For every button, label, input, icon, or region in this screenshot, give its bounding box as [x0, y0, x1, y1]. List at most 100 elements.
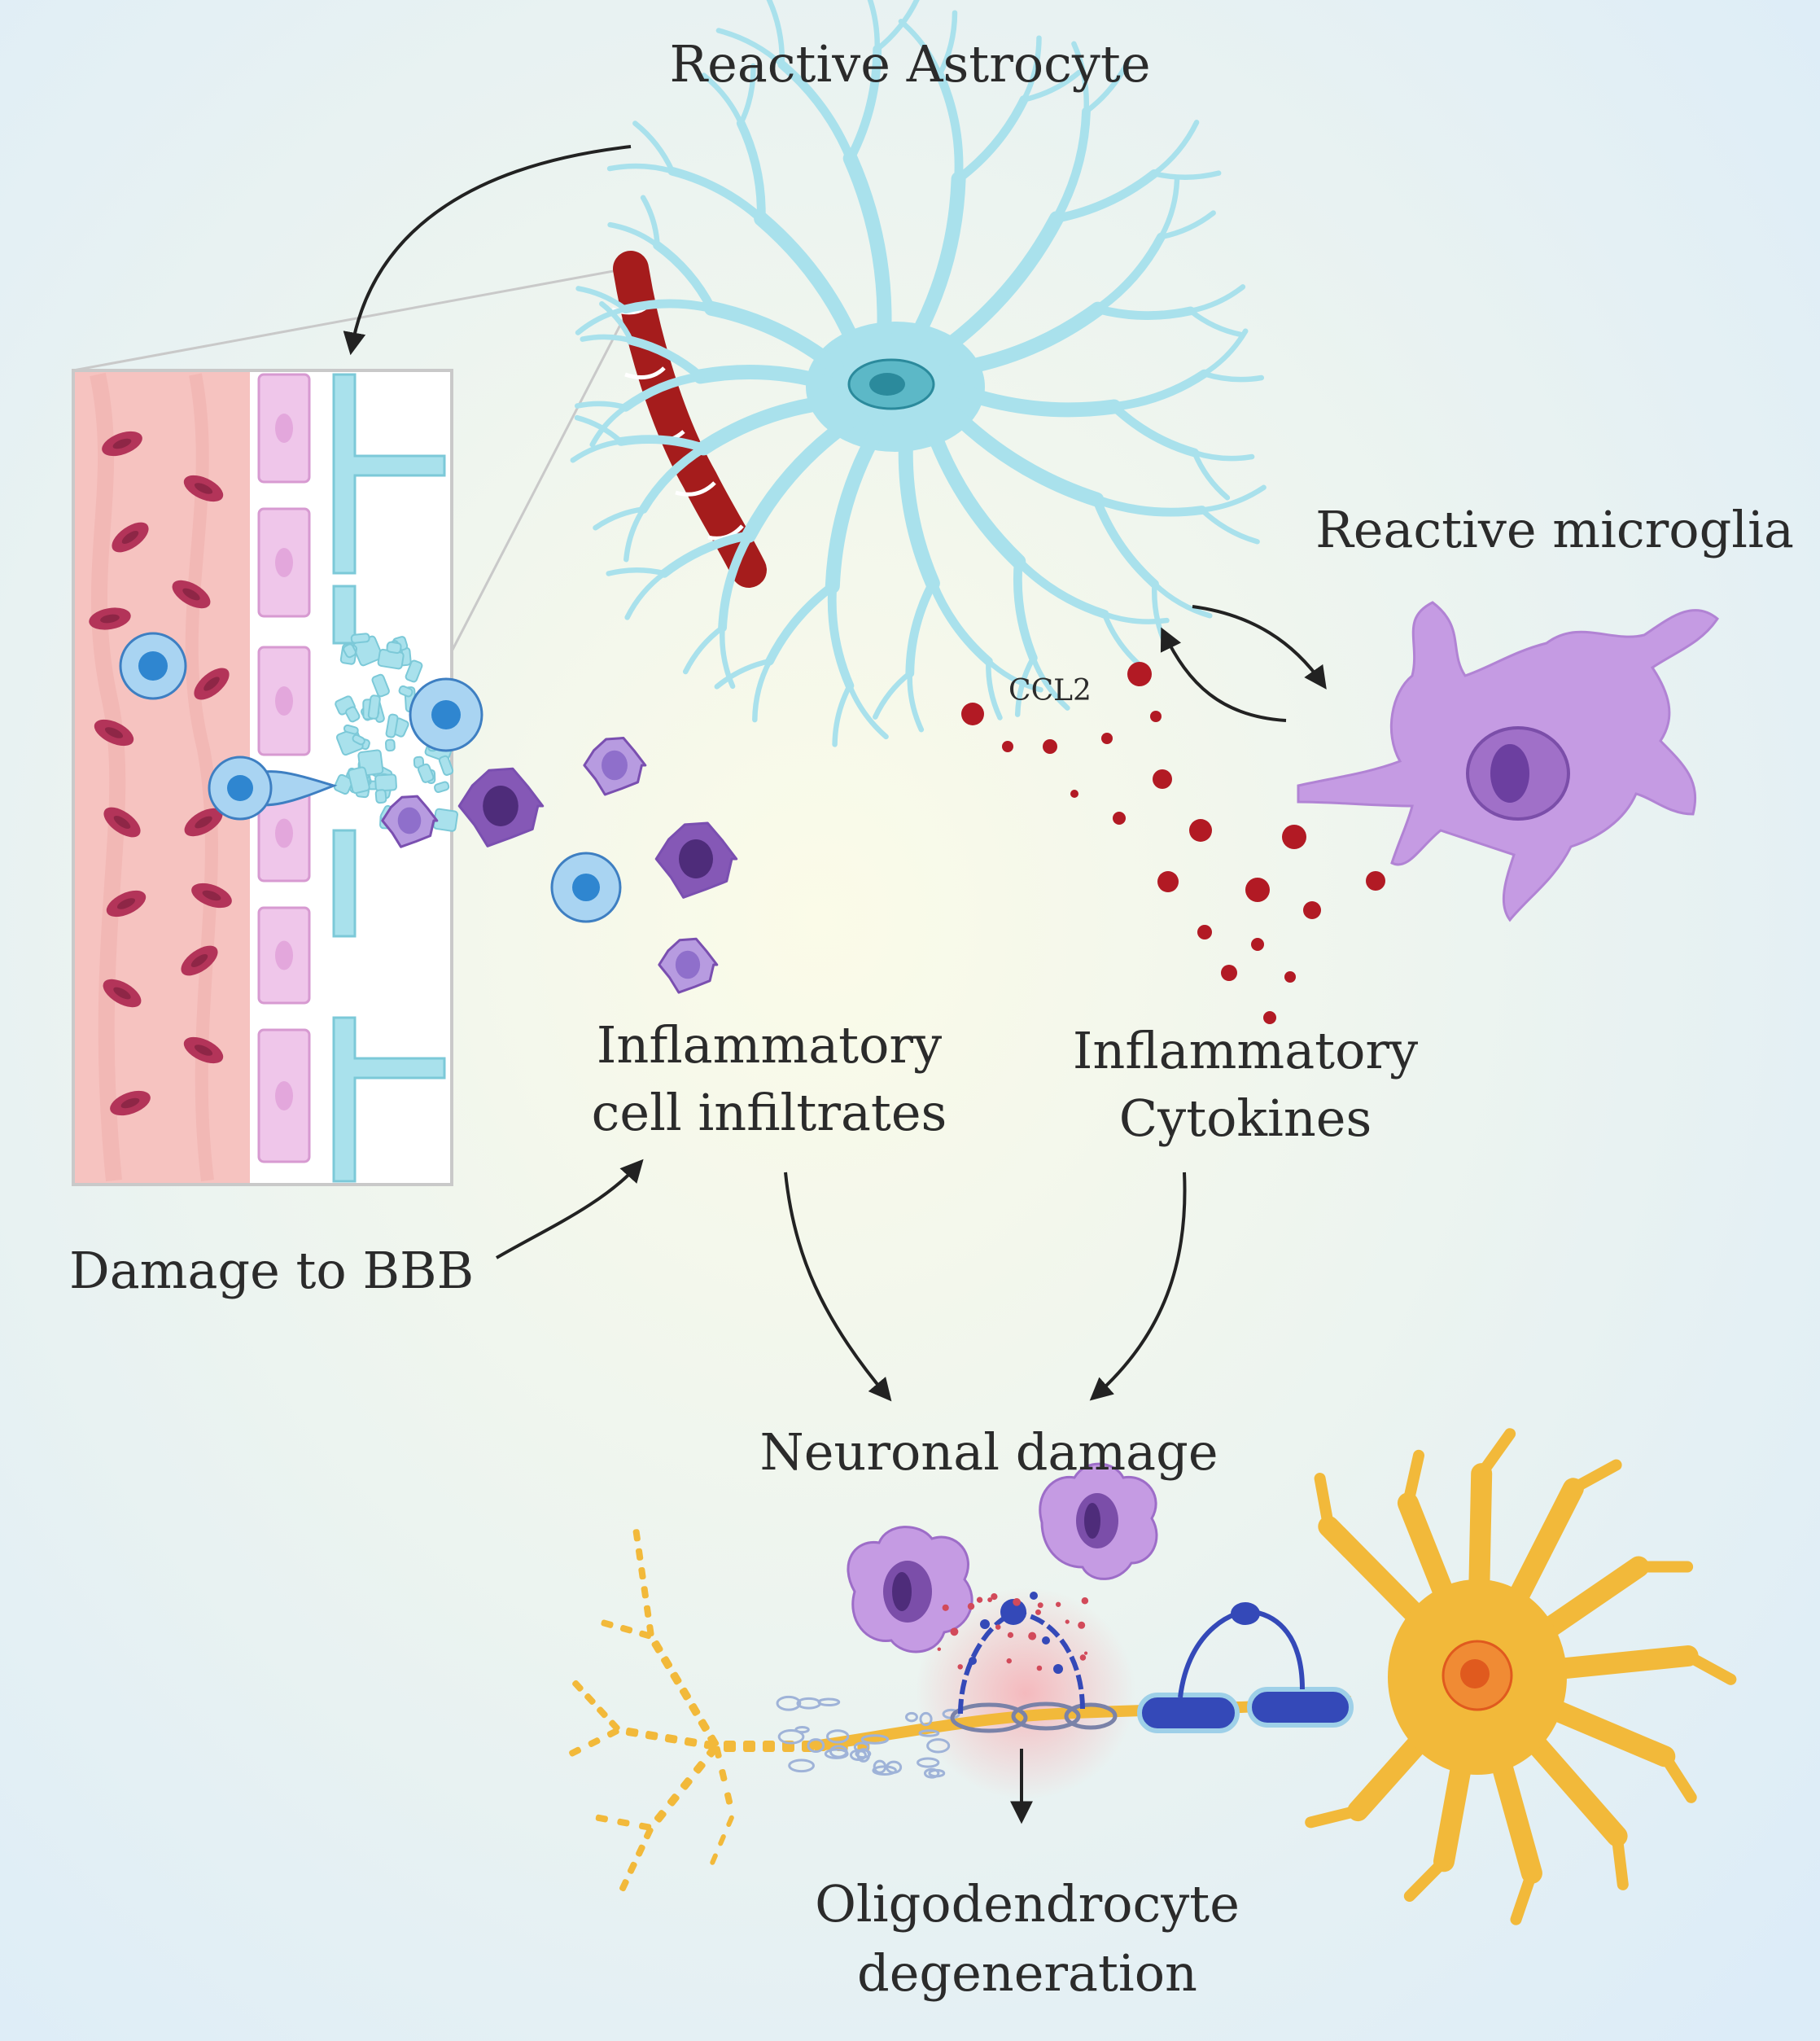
- astrocyte-process: [1101, 611, 1170, 624]
- neuron-dendrite-branch: [1314, 1473, 1335, 1532]
- label-neuronal-damage: Neuronal damage: [759, 1422, 1218, 1482]
- myelin-sheaths: [1137, 1602, 1354, 1733]
- astrocyte-process: [589, 405, 628, 448]
- label-cytokines-line1: Inflammatory: [1072, 1021, 1419, 1080]
- astrocyte-process: [659, 531, 754, 578]
- arrow-microglia-to-astrocyte: [1160, 627, 1287, 722]
- endfoot-fragment: [438, 755, 454, 776]
- red-blood-cell: [103, 979, 142, 1008]
- endothelial-nucleus: [275, 686, 293, 716]
- red-blood-cell: [89, 607, 131, 630]
- cytokine: [1282, 825, 1306, 849]
- debris-fragment: [776, 1695, 802, 1711]
- release-dot: [991, 1593, 998, 1601]
- neuron-dendrite-branch: [1402, 1449, 1424, 1509]
- axon-fragment: [619, 1879, 629, 1892]
- red-blood-cell: [94, 719, 134, 747]
- endfoot-fragment: [350, 633, 370, 644]
- release-dot: [950, 1627, 959, 1636]
- astrocyte-process: [1021, 69, 1082, 103]
- label-oligodendrocyte-line1: Oligodendrocyte: [815, 1874, 1240, 1934]
- cytokine: [1284, 971, 1296, 983]
- astrocyte-process: [1201, 370, 1265, 383]
- red-blood-cell: [181, 945, 218, 976]
- debris-fragment: [918, 1729, 940, 1737]
- astrocyte-process: [935, 70, 964, 184]
- astrocyte-process: [693, 364, 838, 392]
- astrocyte-process: [621, 372, 705, 412]
- arrow-bbb-to-infiltrates: [495, 1158, 644, 1259]
- astrocyte-process: [1151, 170, 1222, 180]
- red-blood-cell: [191, 883, 232, 909]
- debris-fragment: [860, 1734, 890, 1745]
- debris-fragment: [826, 1729, 850, 1744]
- cytokine: [1245, 878, 1270, 902]
- neuron-dendrite-branch: [1476, 1428, 1516, 1480]
- axon-fragment: [572, 1680, 584, 1692]
- astrocyte-process: [937, 10, 958, 77]
- release-dot: [1079, 1654, 1087, 1661]
- astrocyte-process: [1109, 369, 1209, 411]
- astrocyte-process: [1158, 210, 1216, 240]
- debris-fragment: [923, 1767, 940, 1779]
- neuron-dendrite-branch: [1305, 1805, 1364, 1829]
- astrocyte-process: [704, 300, 844, 375]
- neuron-dendrite-branch: [1567, 1459, 1622, 1495]
- astrocyte-process: [1071, 41, 1090, 115]
- endfoot-fragment: [374, 773, 397, 792]
- neuron-dendrite: [1527, 1556, 1650, 1647]
- endothelial-nucleus: [275, 414, 293, 443]
- astrocyte-process: [653, 241, 716, 313]
- lymphocyte-in-vessel: [119, 632, 187, 700]
- neuron-dendrite-branch: [1510, 1867, 1538, 1925]
- astrocyte-process: [607, 221, 660, 248]
- astrocyte-process: [923, 417, 1026, 569]
- debris-fragment: [794, 1725, 810, 1734]
- astrocyte-process: [1052, 107, 1091, 223]
- neuron-dendrite-branch: [1682, 1650, 1737, 1685]
- release-dot: [1037, 1602, 1043, 1609]
- arrow-astrocyte-to-bbb: [343, 145, 632, 356]
- cytokine: [1002, 741, 1013, 752]
- neuron: [569, 1428, 1737, 1925]
- reactive-astrocyte: [570, 0, 1267, 747]
- transmigrating-lymphocyte: [208, 756, 338, 821]
- debris-fragment: [872, 1765, 897, 1776]
- red-blood-cells: [89, 431, 232, 1116]
- astrocyte-endfeet: [332, 373, 446, 1183]
- astrocyte-process: [599, 300, 634, 344]
- arrow-astrocyte-to-microglia: [1192, 605, 1327, 690]
- endfoot-fragment: [398, 685, 413, 698]
- label-damage-bbb: Damage to BBB: [69, 1241, 475, 1300]
- neuron-dendrite-branch: [1659, 1750, 1697, 1803]
- astrocyte-process: [827, 581, 855, 690]
- axon-fragment: [719, 1768, 728, 1782]
- release-dot: [995, 1624, 1001, 1630]
- axon-fragment: [689, 1703, 701, 1716]
- axon-fragment: [584, 1693, 596, 1705]
- neuron-cell-body: [1305, 1428, 1737, 1925]
- astrocyte-process: [632, 120, 676, 174]
- astrocyte-process: [682, 624, 725, 675]
- monocyte: [381, 795, 439, 848]
- astrocyte-process: [754, 211, 864, 358]
- axon-fragment: [679, 1687, 691, 1701]
- cytokine: [1113, 812, 1126, 825]
- endfoot-fragment: [352, 734, 365, 746]
- axon-fragment: [670, 1671, 682, 1685]
- endothelial-nucleus: [275, 940, 293, 970]
- astrocyte-process: [907, 670, 925, 733]
- axon-fragment: [619, 1625, 633, 1634]
- astrocyte-process: [720, 624, 736, 690]
- axon-fragment: [645, 1731, 658, 1741]
- reactive-microglia: [1297, 601, 1719, 922]
- debris-fragment: [829, 1745, 848, 1759]
- release-dot: [957, 1664, 963, 1670]
- release-dot: [1036, 1665, 1043, 1671]
- debris-fragment: [919, 1711, 933, 1727]
- cytokine: [1070, 790, 1078, 798]
- monocyte: [457, 767, 545, 847]
- release-dot: [1083, 1651, 1088, 1655]
- bbb-panel: [72, 369, 462, 1186]
- monocyte: [654, 821, 738, 899]
